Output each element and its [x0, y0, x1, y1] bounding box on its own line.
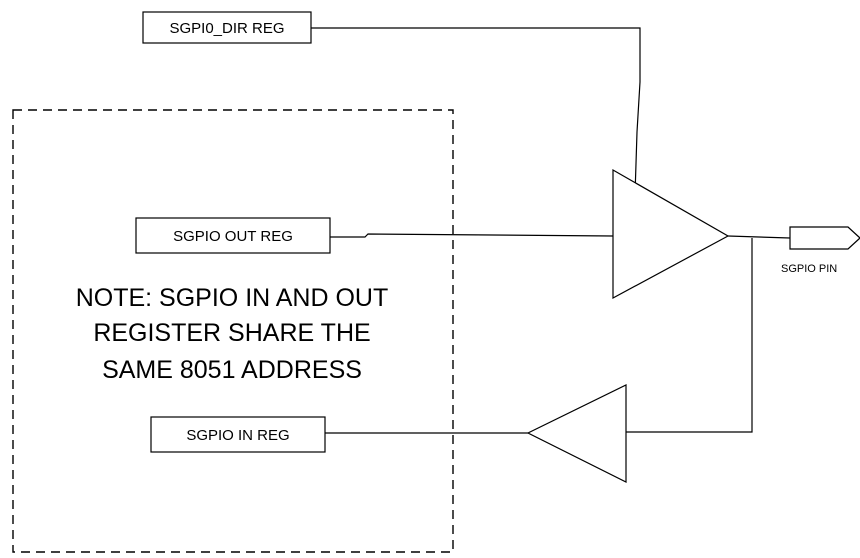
sgpio-pin-connector [789, 226, 860, 250]
dir-register-label: SGPI0_DIR REG [169, 20, 284, 37]
shared-address-boundary [12, 109, 454, 553]
feedback-wire [626, 238, 753, 433]
note-line-2: REGISTER SHARE THE [93, 319, 370, 347]
in-register-label: SGPIO IN REG [186, 427, 289, 444]
dir-register-box [142, 11, 312, 44]
out-data-wire [330, 233, 614, 238]
dir-enable-wire [311, 27, 641, 82]
note-line-1: NOTE: SGPIO IN AND OUT [76, 284, 389, 312]
output-buffer [612, 168, 730, 300]
sgpio-pin-label: SGPIO PIN [781, 263, 837, 275]
out-register-box [135, 217, 331, 254]
input-buffer [526, 384, 627, 483]
buffer-to-pin-wire [727, 235, 791, 239]
note-line-3: SAME 8051 ADDRESS [102, 356, 362, 384]
in-register-box [150, 416, 326, 453]
dir-enable-wire-drop [634, 81, 641, 196]
out-register-label: SGPIO OUT REG [173, 228, 293, 245]
